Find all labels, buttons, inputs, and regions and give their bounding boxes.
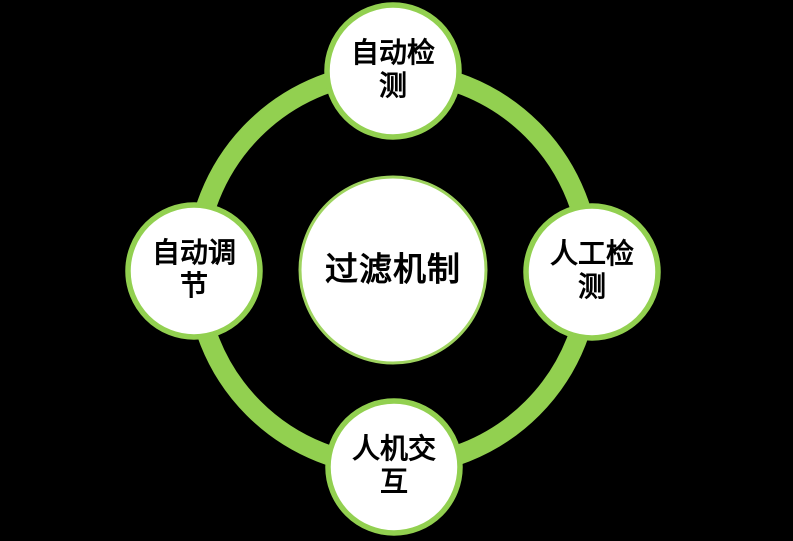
center-circle-filter-mechanism	[298, 175, 488, 365]
node-label-auto-detection: 自动检 测	[351, 36, 435, 102]
node-circle-manual-detection	[523, 203, 661, 341]
node-label-line: 测	[577, 271, 607, 302]
node-circle-auto-detection	[324, 2, 462, 140]
node-label-line: 节	[179, 270, 209, 301]
node-label-line: 人工检	[549, 237, 635, 269]
node-circle-auto-adjustment	[125, 202, 263, 340]
node-label-line: 测	[378, 70, 408, 101]
node-label-line: 人机交	[351, 432, 437, 464]
node-label-manual-detection: 人工检 测	[550, 237, 634, 303]
node-circle-human-machine-interaction	[325, 398, 463, 536]
center-label-filter-mechanism: 过滤机制	[325, 250, 461, 288]
node-label-auto-adjustment: 自动调 节	[152, 236, 236, 302]
node-label-line: 互	[379, 466, 409, 497]
node-label-human-machine-interaction: 人机交 互	[352, 432, 436, 498]
node-label-line: 自动检	[350, 36, 436, 68]
node-label-line: 自动调	[151, 236, 237, 268]
